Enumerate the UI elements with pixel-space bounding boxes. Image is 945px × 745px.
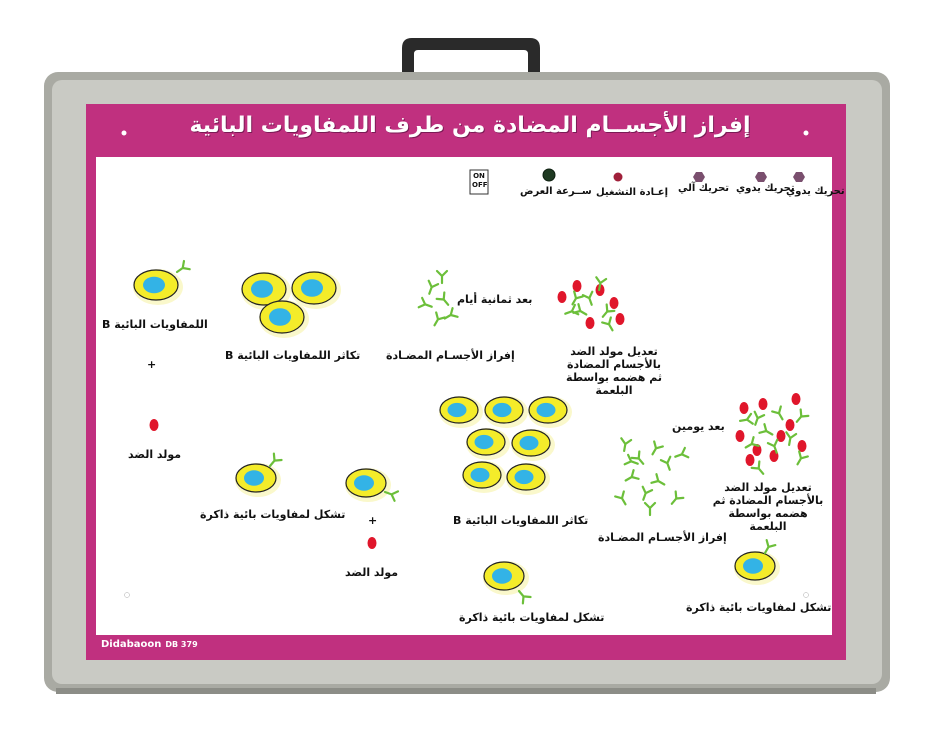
antigen — [797, 440, 807, 452]
label-proliferation-2: تكاثر اللمفاويات البائية B — [453, 514, 589, 527]
antibody — [758, 423, 774, 436]
antibody — [571, 290, 584, 306]
antigen — [752, 444, 762, 456]
label-plus-2: + — [368, 514, 378, 527]
antibody — [433, 311, 446, 327]
antigen — [367, 537, 377, 549]
antigen — [745, 454, 755, 466]
antigen — [149, 419, 159, 431]
antibody-receptor — [763, 539, 777, 555]
antibody — [443, 307, 459, 320]
b-cell — [133, 269, 183, 305]
antibody — [581, 290, 594, 306]
antibody — [601, 303, 616, 318]
antigen — [615, 313, 625, 325]
antigen — [557, 291, 567, 303]
antibody — [753, 410, 766, 426]
antigen — [758, 398, 768, 410]
label-antigen-2: مولد الضد — [345, 566, 399, 579]
b-cell — [259, 300, 309, 338]
label-secretion-2: إفراز الأجسـام المضـادة — [598, 531, 727, 544]
board-title: إفراز الأجســام المضادة من طرف اللمفاويا… — [189, 113, 751, 138]
antibody — [651, 440, 664, 456]
label-neutralization-2: تعديل مولد الضد بالأجسام المضادة ثم هضمه… — [712, 481, 824, 533]
antibody-receptor — [383, 490, 400, 502]
antibody — [564, 303, 580, 316]
antibody — [643, 501, 657, 517]
label-memory-1: تشكل لمفاويات بائية ذاكرة — [200, 508, 346, 521]
antigen — [791, 393, 801, 405]
auto-button-label[interactable]: تحريك آلي — [678, 183, 730, 194]
label-plus-1: + — [147, 358, 157, 371]
manual-button-2-label[interactable]: تحريك يدوي — [786, 186, 845, 197]
antibody — [795, 408, 810, 423]
off-label[interactable]: OFF — [472, 181, 488, 189]
antigen — [609, 297, 619, 309]
antibody — [435, 269, 449, 285]
b-cell — [462, 461, 506, 493]
label-antigen-1: مولد الضد — [128, 448, 182, 461]
antibody — [601, 316, 614, 332]
b-cell — [439, 396, 483, 428]
b-cell — [483, 561, 529, 595]
b-cell — [345, 468, 391, 502]
antibody — [785, 431, 798, 447]
b-cell — [506, 463, 550, 495]
antibody — [796, 450, 809, 466]
label-after-two-days: بعد يومين — [672, 420, 725, 433]
label-memory-3: تشكل لمفاويات بائية ذاكرة — [686, 601, 832, 614]
antibody — [738, 412, 754, 425]
antibody — [670, 490, 685, 505]
b-cell — [291, 271, 341, 309]
antibody — [650, 473, 666, 486]
antibody — [614, 490, 627, 506]
b-cell — [484, 396, 528, 428]
label-b-lymphocytes: اللمفاويات البائية B — [102, 318, 208, 331]
antibody — [427, 279, 440, 295]
antibody — [630, 450, 645, 465]
antibody — [659, 455, 672, 471]
antibody — [674, 446, 690, 459]
b-cell — [235, 463, 281, 497]
reset-button-label[interactable]: إعـادة التشغيل — [596, 187, 669, 198]
antibody — [620, 437, 633, 453]
antibody — [435, 291, 450, 306]
brand-name: Didabaoon — [101, 639, 162, 650]
antigen — [572, 280, 582, 292]
antibody-receptor — [268, 452, 283, 468]
label-after-eight-days: بعد ثمانية أيام — [457, 293, 533, 306]
antibody-receptor — [175, 259, 191, 274]
b-cell — [511, 429, 555, 461]
label-memory-2: تشكل لمفاويات بائية ذاكرة — [459, 611, 605, 624]
b-cell — [734, 551, 780, 585]
antigen — [735, 430, 745, 442]
antibody — [750, 460, 765, 475]
antibody — [624, 469, 640, 482]
antibody — [641, 485, 654, 501]
antibody — [623, 453, 639, 466]
antigen — [785, 419, 795, 431]
label-proliferation-1: تكاثر اللمفاويات البائية B — [225, 349, 361, 362]
antibody-receptor — [517, 589, 532, 605]
label-secretion-1: إفراز الأجسـام المضـادة — [386, 349, 515, 362]
speed-control-label[interactable]: ســرعة العرض — [520, 186, 592, 197]
brand-code: DB 379 — [165, 640, 198, 649]
on-label[interactable]: ON — [473, 172, 485, 180]
antibody — [595, 276, 608, 292]
antigen — [776, 430, 786, 442]
antibody — [744, 436, 760, 449]
manual-button-1-label[interactable]: تحريك يدوي — [736, 183, 795, 194]
b-cell — [466, 428, 510, 460]
antigen — [585, 317, 595, 329]
antibody — [766, 438, 779, 454]
antibody — [771, 405, 784, 421]
antigen — [739, 402, 749, 414]
b-cell — [528, 396, 572, 428]
label-neutralization-1: تعديل مولد الضد بالأجسام المضادة ثم هضمه… — [566, 345, 662, 397]
antibody — [417, 296, 433, 309]
